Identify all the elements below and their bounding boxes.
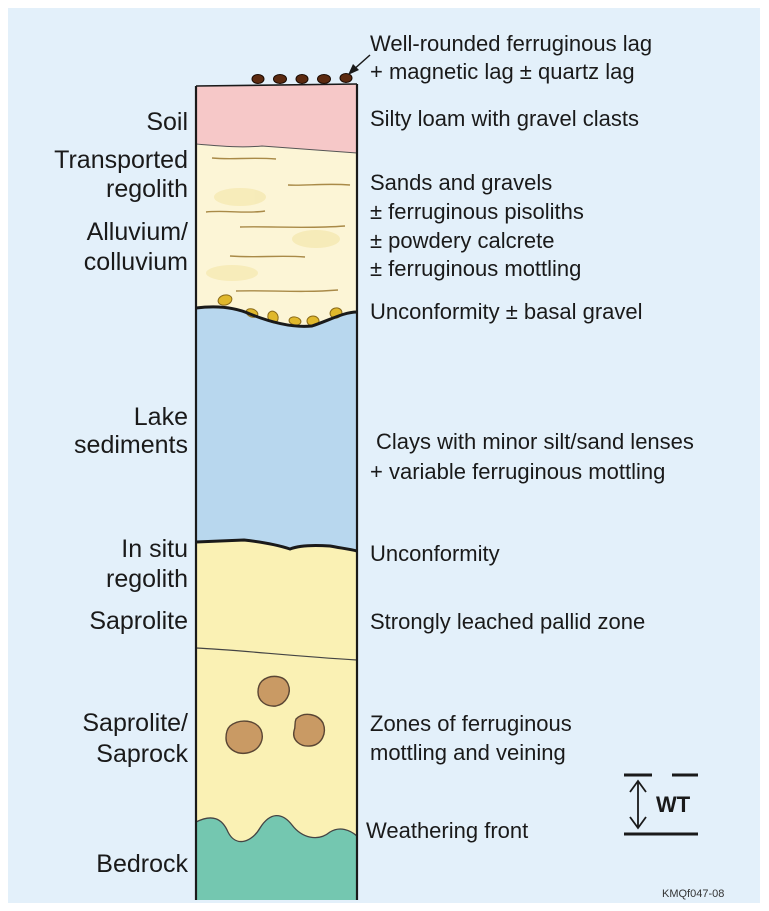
soil-layer [196, 84, 357, 153]
label-insitu-1: In situ [121, 535, 188, 563]
figure-code: KMQf047-08 [662, 888, 724, 900]
label-sands-4: ± ferruginous mottling [370, 256, 581, 281]
lag-pebble [340, 74, 352, 83]
label-clays-1: Clays with minor silt/sand lenses [376, 429, 694, 454]
lag-pebble [274, 75, 287, 84]
bedding-line [212, 158, 276, 159]
label-mottling-2: mottling and veining [370, 740, 566, 765]
label-soil: Soil [146, 108, 188, 136]
sediment-lens [206, 265, 258, 281]
label-bedrock: Bedrock [96, 850, 188, 878]
label-sands-2: ± ferruginous pisoliths [370, 199, 584, 224]
mottle-nodule [226, 721, 262, 753]
label-lake-1: Lake [134, 403, 188, 431]
label-alluvium-2: colluvium [84, 248, 188, 276]
mottle-nodule [294, 714, 325, 746]
label-insitu-2: regolith [106, 565, 188, 593]
bedding-line [230, 256, 305, 257]
mottle-nodule [258, 676, 289, 706]
lake-sediments-layer [196, 307, 357, 551]
label-sands-3: ± powdery calcrete [370, 228, 555, 253]
lag-pebble [296, 75, 308, 84]
label-lag-1: Well-rounded ferruginous lag [370, 31, 652, 56]
left-labels: Soil Transported regolith Alluvium/ coll… [54, 108, 188, 878]
sediment-lens [292, 230, 340, 248]
label-lag-2: + magnetic lag ± quartz lag [370, 59, 635, 84]
lag-pebble [318, 75, 331, 84]
label-lake-2: sediments [74, 431, 188, 459]
label-sands-1: Sands and gravels [370, 170, 552, 195]
label-pallid-zone: Strongly leached pallid zone [370, 609, 645, 634]
label-unconformity: Unconformity [370, 541, 500, 566]
wt-label: WT [656, 792, 691, 817]
label-soil-desc: Silty loam with gravel clasts [370, 106, 639, 131]
label-transported-1: Transported [54, 146, 188, 174]
lag-pebble [252, 75, 264, 84]
label-saprock-1: Saprolite/ [82, 709, 188, 737]
label-saprolite: Saprolite [89, 607, 188, 635]
label-weathering-front: Weathering front [366, 818, 528, 843]
label-mottling-1: Zones of ferruginous [370, 711, 572, 736]
lag-arrow [348, 55, 370, 75]
right-labels: Well-rounded ferruginous lag + magnetic … [366, 31, 694, 843]
label-unconformity-basal: Unconformity ± basal gravel [370, 299, 643, 324]
surface-lag [252, 74, 352, 84]
water-table-symbol: WT [624, 775, 698, 834]
sediment-lens [214, 188, 266, 206]
label-saprock-2: Saprock [96, 740, 188, 768]
label-alluvium-1: Alluvium/ [87, 218, 188, 246]
label-clays-2: + variable ferruginous mottling [370, 459, 665, 484]
column [196, 55, 370, 900]
label-transported-2: regolith [106, 175, 188, 203]
